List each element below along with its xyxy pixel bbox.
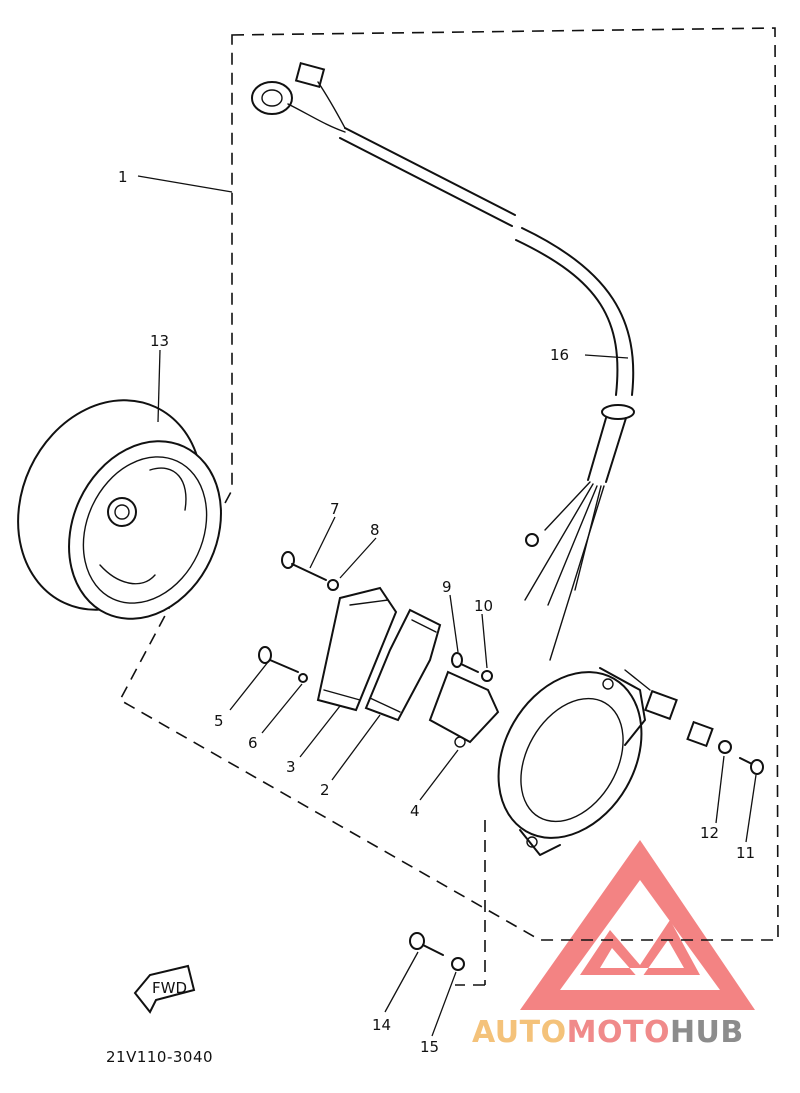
- screw-11: [739, 757, 764, 775]
- screw-7: [281, 551, 327, 581]
- watermark-logo-icon: [520, 840, 755, 1010]
- callout-7: 7: [330, 500, 340, 518]
- fwd-label: FWD: [152, 979, 187, 997]
- forward-arrow-icon: FWD: [133, 964, 196, 1014]
- washer-6: [298, 673, 308, 683]
- callout-4: 4: [410, 802, 420, 820]
- callout-11: 11: [736, 844, 755, 862]
- washer-8: [327, 579, 339, 591]
- wire-harness: [251, 61, 635, 661]
- callout-12: 12: [700, 824, 719, 842]
- callout-16: 16: [550, 346, 569, 364]
- callout-15: 15: [420, 1038, 439, 1056]
- screw-14: [409, 932, 444, 956]
- callout-3: 3: [286, 758, 296, 776]
- washer-12: [718, 740, 732, 754]
- stator-plate: [497, 667, 646, 856]
- callout-2: 2: [320, 781, 330, 799]
- callout-13: 13: [150, 332, 169, 350]
- callout-9: 9: [442, 578, 452, 596]
- callout-6: 6: [248, 734, 258, 752]
- washer-10: [481, 670, 493, 682]
- watermark-auto: AUTO: [472, 1015, 567, 1050]
- callout-5: 5: [214, 712, 224, 730]
- watermark-text: AUTOMOTOHUB: [472, 1015, 744, 1050]
- callout-8: 8: [370, 521, 380, 539]
- pickup-coil: [428, 670, 500, 748]
- coil-3: [316, 586, 398, 712]
- callout-14: 14: [372, 1016, 391, 1034]
- clamp-part: [624, 669, 714, 748]
- callout-10: 10: [474, 597, 493, 615]
- washer-15: [451, 957, 465, 971]
- coil-2: [364, 608, 442, 722]
- callout-1: 1: [118, 168, 128, 186]
- flywheel-rotor: [17, 399, 222, 620]
- screw-9: [451, 652, 479, 673]
- watermark-hub: HUB: [670, 1015, 744, 1050]
- assembly-boundary: [118, 27, 779, 941]
- figure-code: 21V110-3040: [106, 1048, 213, 1066]
- screw-5: [258, 646, 299, 673]
- watermark-moto: MOTO: [567, 1015, 670, 1050]
